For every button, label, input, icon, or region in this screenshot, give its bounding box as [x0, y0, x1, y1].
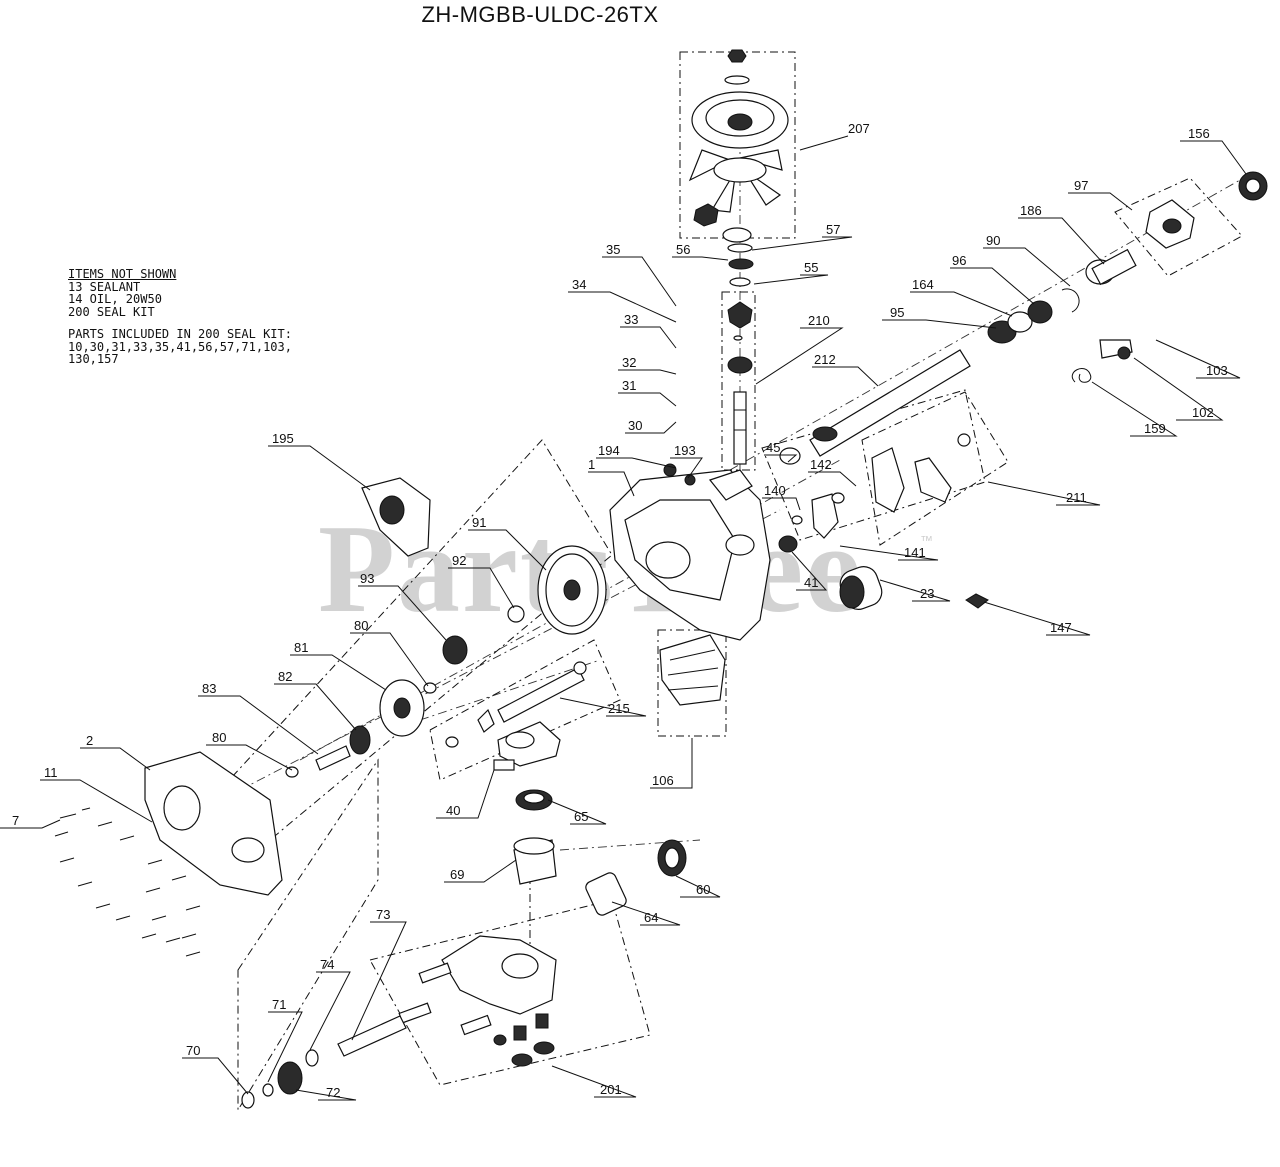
- callout-30: 30: [628, 418, 642, 433]
- callout-201: 201: [600, 1082, 622, 1097]
- callout-45: 45: [766, 440, 780, 455]
- callout-90: 90: [986, 233, 1000, 248]
- seal-kit-line: 10,30,31,33,35,41,56,57,71,103,: [68, 339, 292, 354]
- callout-64: 64: [644, 910, 658, 925]
- callout-159: 159: [1144, 421, 1166, 436]
- callout-195: 195: [272, 431, 294, 446]
- callout-33: 33: [624, 312, 638, 327]
- diagram-title: ZH-MGBB-ULDC-26TX: [421, 2, 659, 27]
- callout-2: 2: [86, 733, 93, 748]
- callout-41: 41: [804, 575, 818, 590]
- callout-80: 80: [354, 618, 368, 633]
- callout-147: 147: [1050, 620, 1072, 635]
- callout-57: 57: [826, 222, 840, 237]
- callout-207: 207: [848, 121, 870, 136]
- callout-71: 71: [272, 997, 286, 1012]
- callout-211: 211: [1066, 490, 1087, 505]
- callout-140: 140: [764, 483, 786, 498]
- callout-215: 215: [608, 701, 630, 716]
- callout-141: 141: [904, 545, 926, 560]
- callout-31: 31: [622, 378, 636, 393]
- callout-34: 34: [572, 277, 586, 292]
- callout-72: 72: [326, 1085, 340, 1100]
- notes-heading: ITEMS NOT SHOWN: [68, 267, 177, 281]
- swashplate-pump-motor: [493, 721, 687, 916]
- callout-212: 212: [814, 352, 836, 367]
- note-item: 200 SEAL KIT: [68, 304, 155, 319]
- callout-156: 156: [1188, 126, 1210, 141]
- pulley-fan-assembly: [688, 49, 789, 287]
- callout-1: 1: [588, 457, 595, 472]
- callout-32: 32: [622, 355, 636, 370]
- callout-35: 35: [606, 242, 620, 257]
- bypass-lever-assembly: [778, 339, 1133, 609]
- callout-102: 102: [1192, 405, 1214, 420]
- callout-80b: 80: [212, 730, 226, 745]
- callout-74: 74: [320, 957, 334, 972]
- callout-65: 65: [574, 809, 588, 824]
- callout-73: 73: [376, 907, 390, 922]
- main-housing: [609, 463, 771, 641]
- callout-103: 103: [1206, 363, 1228, 378]
- callout-60: 60: [696, 882, 710, 897]
- trademark-symbol: ™: [920, 533, 933, 548]
- callout-95: 95: [890, 305, 904, 320]
- note-item: 14 OIL, 20W50: [68, 292, 162, 306]
- callout-7: 7: [12, 813, 19, 828]
- cover-bolts: [54, 807, 201, 957]
- callout-70: 70: [186, 1043, 200, 1058]
- callout-96: 96: [952, 253, 966, 268]
- callout-11: 11: [44, 765, 58, 780]
- callout-69: 69: [450, 867, 464, 882]
- seal-kit-heading: PARTS INCLUDED IN 200 SEAL KIT:: [68, 327, 292, 341]
- callout-92: 92: [452, 553, 466, 568]
- pump-shaft-assembly: [241, 1015, 407, 1109]
- callout-23: 23: [920, 586, 934, 601]
- callout-leaders: [0, 135, 1247, 1101]
- callout-55: 55: [804, 260, 818, 275]
- callout-194: 194: [598, 443, 620, 458]
- left-gear-train: [285, 477, 607, 778]
- callout-164: 164: [912, 277, 934, 292]
- filter-and-parts: [659, 566, 883, 706]
- callout-81: 81: [294, 640, 308, 655]
- callout-142: 142: [810, 457, 832, 472]
- callout-91: 91: [472, 515, 486, 530]
- input-shaft-assembly: [727, 301, 753, 465]
- output-axle-assembly: [779, 171, 1268, 465]
- callout-93: 93: [360, 571, 374, 586]
- callout-83: 83: [202, 681, 216, 696]
- callout-193: 193: [674, 443, 696, 458]
- note-item: 13 SEALANT: [68, 279, 141, 294]
- callout-40: 40: [446, 803, 460, 818]
- callout-labels: 207 156 97 186 90 96 164 95 57 56 55 35 …: [12, 121, 1228, 1100]
- callout-56: 56: [676, 242, 690, 257]
- callout-186: 186: [1020, 203, 1042, 218]
- callout-106: 106: [652, 773, 674, 788]
- center-section: [398, 935, 557, 1067]
- callout-210: 210: [808, 313, 830, 328]
- notes-block: ITEMS NOT SHOWN 13 SEALANT 14 OIL, 20W50…: [68, 268, 292, 366]
- seal-kit-line: 130,157: [68, 352, 119, 366]
- side-cover: [144, 751, 283, 896]
- callout-82: 82: [278, 669, 292, 684]
- callout-97: 97: [1074, 178, 1088, 193]
